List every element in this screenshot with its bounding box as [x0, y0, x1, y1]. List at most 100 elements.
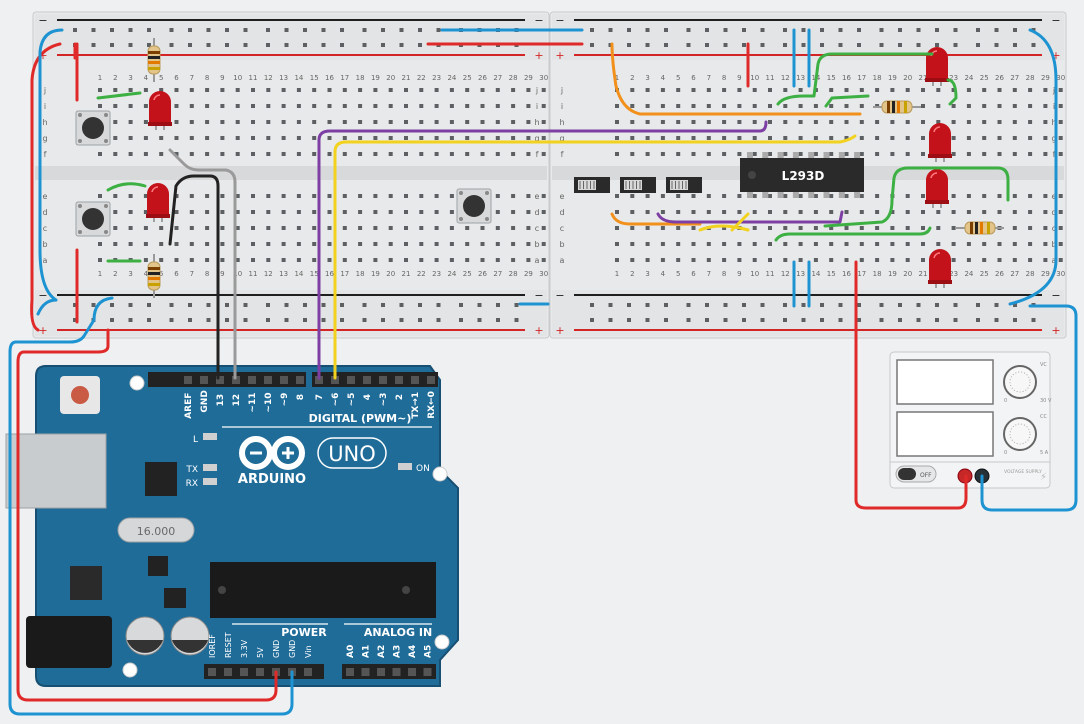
power-pin[interactable] — [256, 668, 264, 676]
column-number: 14 — [294, 270, 303, 278]
wire-blue[interactable] — [792, 260, 811, 308]
digital-pin[interactable] — [363, 376, 371, 384]
wire-blue[interactable] — [792, 28, 811, 88]
slide-switch[interactable] — [666, 177, 702, 193]
wire-yellow[interactable] — [730, 212, 750, 232]
wire-green[interactable] — [96, 91, 142, 100]
led-red[interactable] — [146, 183, 170, 222]
power-pin[interactable] — [240, 668, 248, 676]
column-number: 6 — [691, 270, 696, 278]
wire-purple[interactable] — [317, 120, 768, 380]
digital-pin[interactable] — [248, 376, 256, 384]
analog-pin[interactable] — [377, 668, 385, 676]
digital-pin[interactable] — [427, 376, 435, 384]
digital-pin[interactable] — [347, 376, 355, 384]
wire-orange[interactable] — [610, 42, 862, 116]
column-number: 16 — [842, 74, 851, 82]
resistor[interactable] — [147, 254, 161, 298]
wire-black[interactable] — [168, 174, 220, 380]
model-label: UNO — [328, 442, 376, 466]
digital-pin[interactable] — [200, 376, 208, 384]
wire-grey[interactable] — [168, 148, 237, 380]
column-number: 29 — [1041, 74, 1050, 82]
wire-green[interactable] — [824, 94, 870, 108]
wire-red[interactable] — [30, 42, 62, 332]
reset-button-cap[interactable] — [71, 386, 89, 404]
l293d-chip[interactable]: L293D — [740, 152, 864, 198]
power-supply[interactable]: VC CC 0 30 V 0 5 A OFF VOLTAGE SUPPLY ⚡ — [889, 351, 1052, 489]
analog-pin[interactable] — [392, 668, 401, 676]
digital-pin[interactable] — [184, 376, 192, 384]
slide-switch[interactable] — [620, 177, 656, 193]
wire-blue[interactable] — [92, 296, 114, 322]
wire-orange[interactable] — [610, 212, 702, 226]
analog-pin[interactable] — [346, 668, 354, 676]
analog-pin-label: A0 — [346, 645, 356, 658]
pushbutton[interactable] — [75, 110, 111, 146]
analog-pin[interactable] — [361, 668, 370, 676]
wire-green[interactable] — [823, 166, 1010, 228]
wire-yellow[interactable] — [698, 224, 750, 232]
column-number: 27 — [493, 270, 502, 278]
digital-pin[interactable] — [411, 376, 419, 384]
wire-blue[interactable] — [8, 318, 294, 716]
wire-green[interactable] — [774, 226, 932, 242]
digital-pin-label: 8 — [296, 394, 306, 400]
pushbutton[interactable] — [456, 188, 492, 224]
breadboard-left[interactable]: −−++−−++11223344556677889910101111121213… — [32, 11, 550, 339]
digital-pin[interactable] — [280, 376, 288, 384]
wire-blue[interactable] — [1008, 28, 1058, 306]
digital-pin[interactable] — [216, 376, 224, 384]
voltage-display — [896, 359, 994, 405]
arduino-uno-board[interactable]: 16.000 L TX RX ON ARDUINO UNO — [5, 365, 459, 687]
analog-pin[interactable] — [408, 668, 416, 676]
column-number: 23 — [949, 270, 958, 278]
row-letter: d — [42, 208, 47, 217]
wire-green[interactable] — [106, 182, 147, 192]
led-red[interactable] — [928, 123, 952, 162]
rail-minus-sign: − — [1051, 14, 1060, 27]
resistor[interactable] — [956, 221, 1004, 235]
digital-pin[interactable] — [331, 376, 339, 384]
wire-green[interactable] — [946, 78, 958, 106]
digital-pin[interactable] — [315, 376, 323, 384]
column-number: 6 — [691, 74, 696, 82]
column-number: 15 — [827, 270, 836, 278]
column-number: 30 — [539, 74, 548, 82]
digital-pin[interactable] — [296, 376, 304, 384]
column-number: 24 — [964, 270, 973, 278]
wire-red[interactable] — [854, 260, 968, 510]
mount-hole — [122, 662, 138, 678]
row-letter: i — [536, 102, 538, 111]
wire-yellow[interactable] — [333, 134, 857, 380]
wire-purple[interactable] — [656, 210, 844, 224]
digital-pin[interactable] — [232, 376, 240, 384]
analog-pin[interactable] — [423, 668, 432, 676]
digital-label: DIGITAL (PWM~) — [309, 412, 412, 425]
digital-pin[interactable] — [379, 376, 387, 384]
wire-green[interactable] — [776, 52, 934, 106]
digital-pin[interactable] — [264, 376, 272, 384]
voltage-knob[interactable] — [1003, 365, 1037, 399]
column-number: 20 — [903, 74, 912, 82]
resistor[interactable] — [873, 100, 921, 114]
led-red[interactable] — [148, 91, 172, 130]
wire-red[interactable] — [16, 328, 278, 702]
pushbutton[interactable] — [75, 201, 111, 237]
analog-label: ANALOG IN — [364, 626, 432, 639]
resistor[interactable] — [147, 38, 161, 82]
digital-pin[interactable] — [395, 376, 403, 384]
digital-pin-label: ~6 — [331, 393, 341, 407]
chip-label: L293D — [782, 169, 825, 183]
led-red[interactable] — [928, 249, 952, 288]
column-number: 29 — [524, 74, 533, 82]
wire-blue[interactable] — [36, 28, 64, 316]
led-red[interactable] — [925, 169, 949, 208]
current-knob[interactable] — [1003, 417, 1037, 451]
wire-blue[interactable] — [980, 304, 1078, 512]
slide-switch[interactable] — [574, 177, 610, 193]
power-pin[interactable] — [224, 668, 232, 676]
power-pin[interactable] — [208, 668, 216, 676]
power-pin[interactable] — [304, 668, 312, 676]
